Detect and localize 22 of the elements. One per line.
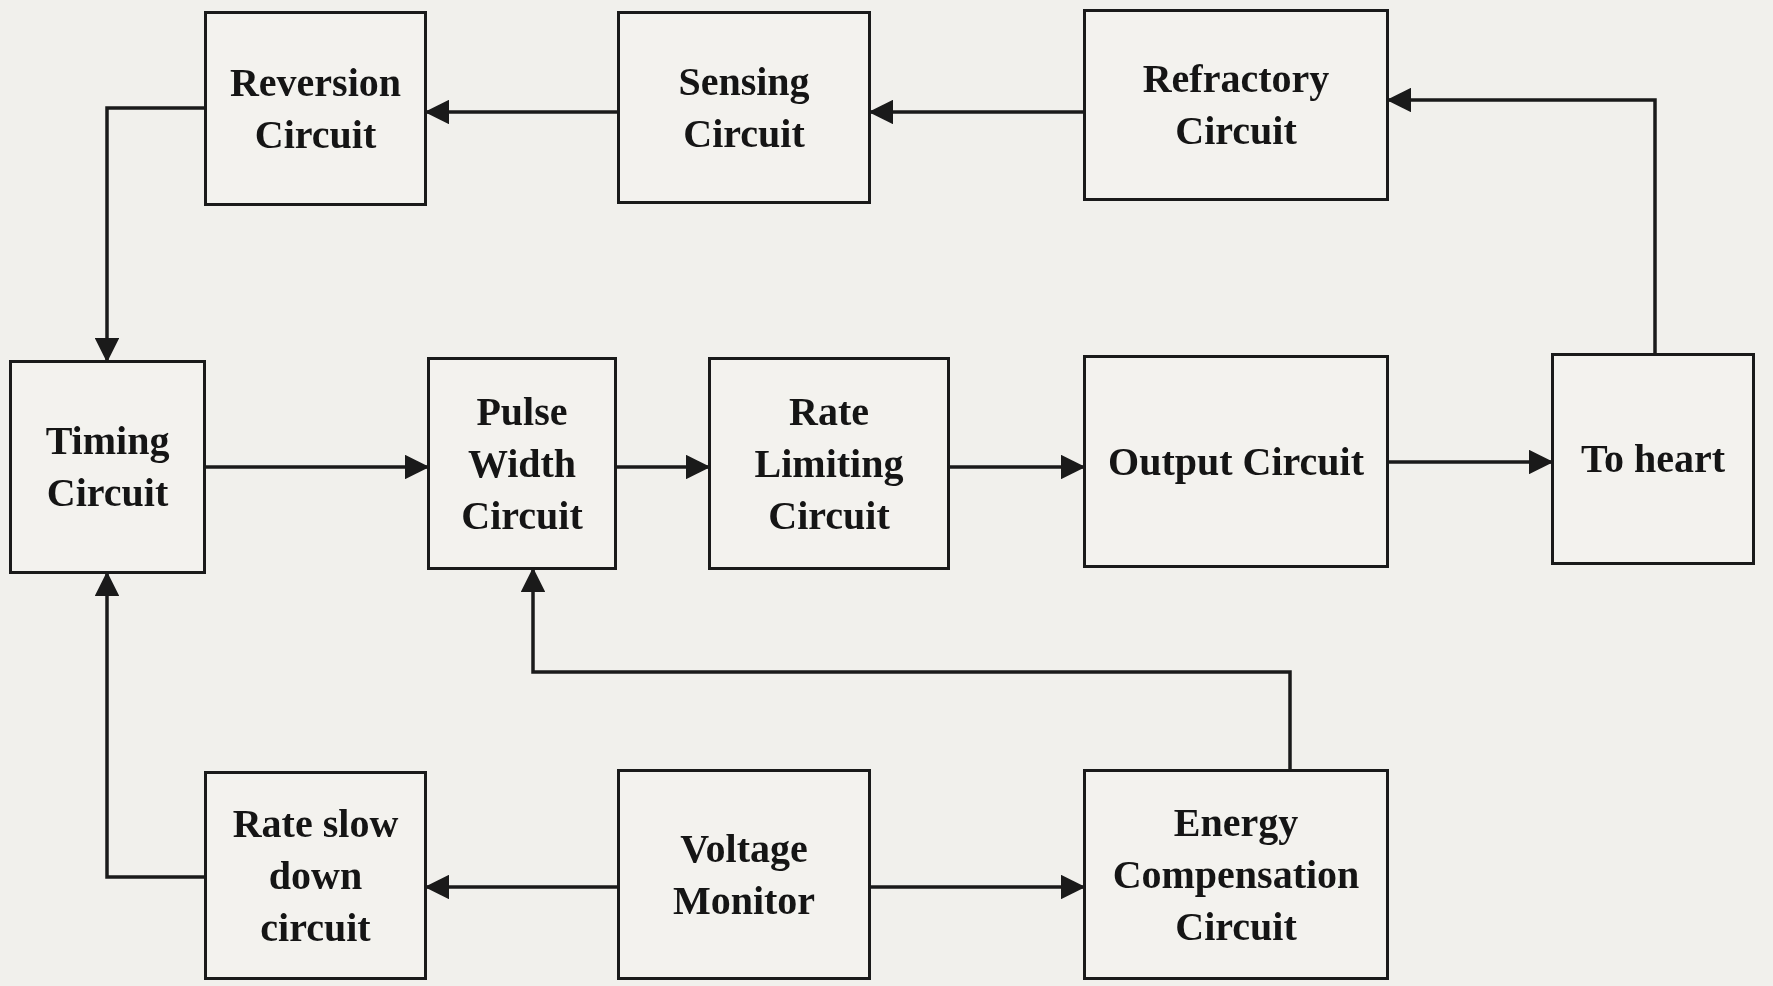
process-box — [427, 357, 617, 570]
process-box — [617, 11, 871, 204]
process-box — [204, 11, 427, 206]
box-label: Pulse Width Circuit — [460, 387, 584, 540]
box-label: Timing Circuit — [44, 417, 171, 517]
box-label: Reversion Circuit — [228, 58, 403, 159]
box-label: Output Circuit — [1108, 437, 1364, 486]
process-box — [9, 360, 206, 574]
process-box — [617, 769, 871, 980]
process-box — [1083, 769, 1389, 980]
process-box — [1083, 355, 1389, 568]
box-label: Rate slow down circuit — [231, 799, 400, 952]
process-box — [708, 357, 950, 570]
process-box — [204, 771, 427, 980]
process-box — [1551, 353, 1755, 565]
box-label: Sensing Circuit — [677, 57, 811, 158]
box-label: Energy Compensation Circuit — [1111, 798, 1361, 951]
box-label: To heart — [1580, 435, 1726, 483]
process-box — [1083, 9, 1389, 201]
box-label: Rate Limiting Circuit — [753, 387, 905, 540]
box-label: Voltage Monitor — [671, 824, 817, 925]
box-label: Refractory Circuit — [1141, 55, 1331, 155]
